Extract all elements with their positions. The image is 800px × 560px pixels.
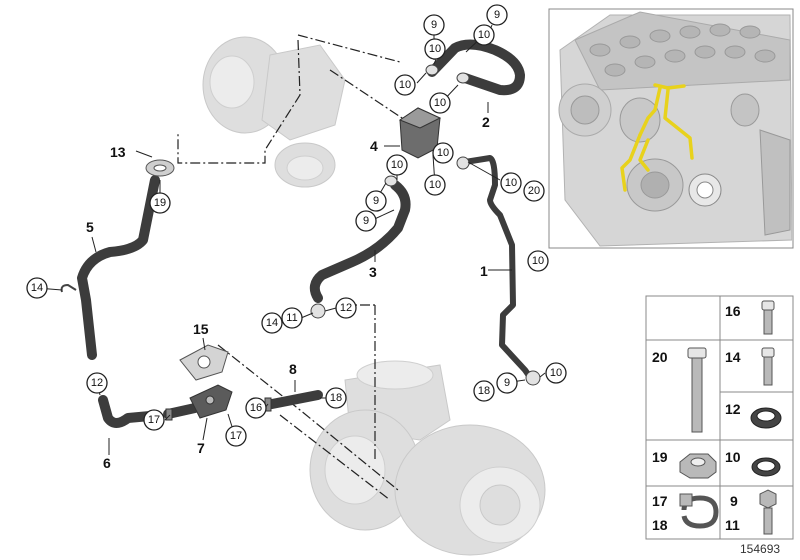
- diagram-number: 154693: [740, 542, 780, 556]
- svg-text:10: 10: [550, 367, 562, 379]
- circled-callout: 19: [149, 192, 171, 214]
- components: [60, 64, 541, 421]
- svg-text:10: 10: [437, 147, 449, 159]
- svg-text:10: 10: [429, 43, 441, 55]
- svg-text:11: 11: [286, 312, 297, 324]
- circled-callout: 10: [424, 38, 446, 60]
- circled-callout: 17: [225, 425, 247, 447]
- circled-callout: 10: [432, 142, 454, 164]
- svg-text:9: 9: [504, 377, 510, 389]
- callout-13: 13: [110, 144, 126, 160]
- hardware-label-18: 18: [652, 517, 668, 533]
- svg-text:14: 14: [266, 317, 278, 329]
- svg-text:12: 12: [340, 302, 352, 314]
- svg-text:10: 10: [429, 179, 441, 191]
- svg-text:18: 18: [478, 385, 490, 397]
- svg-text:10: 10: [434, 97, 446, 109]
- callout-2: 2: [482, 114, 490, 130]
- hardware-label-17: 17: [652, 493, 668, 509]
- hardware-label-9: 9: [730, 493, 738, 509]
- svg-text:16: 16: [250, 402, 262, 414]
- bolt-9-11-icon: [759, 489, 777, 535]
- svg-text:17: 17: [148, 414, 160, 426]
- hardware-label-14: 14: [725, 349, 741, 365]
- circled-callout: 20: [523, 180, 545, 202]
- bolt-20-icon: [687, 347, 707, 433]
- hoses: [77, 39, 535, 428]
- svg-text:19: 19: [154, 197, 166, 209]
- circled-callout: 10: [394, 74, 416, 96]
- hardware-label-10: 10: [725, 449, 741, 465]
- hardware-table: 16 20 14 12 19 10 17 18 9 11: [645, 295, 794, 540]
- svg-text:9: 9: [363, 215, 369, 227]
- bolt-14-icon: [761, 347, 775, 386]
- circled-callout: 17: [143, 409, 165, 431]
- callout-3: 3: [369, 264, 377, 280]
- seal-ring-10-icon: [751, 457, 781, 477]
- reference-lines: [177, 34, 409, 501]
- callout-6: 6: [103, 455, 111, 471]
- circled-callout: 10: [473, 24, 495, 46]
- turbocharger-top-ghost: [202, 36, 346, 188]
- bolt-16-icon: [761, 300, 775, 335]
- callout-5: 5: [86, 219, 94, 235]
- svg-text:10: 10: [391, 159, 403, 171]
- svg-text:9: 9: [373, 195, 379, 207]
- svg-text:20: 20: [528, 185, 540, 197]
- callout-4: 4: [370, 138, 378, 154]
- circled-callout: 12: [86, 372, 108, 394]
- svg-text:10: 10: [399, 79, 411, 91]
- circled-callout: 9: [496, 372, 518, 394]
- seal-ring-12-icon: [750, 407, 782, 429]
- svg-text:12: 12: [91, 377, 103, 389]
- svg-text:10: 10: [478, 29, 490, 41]
- hardware-label-11: 11: [725, 517, 740, 533]
- circled-callout: 11: [281, 307, 303, 329]
- circled-callout: 18: [473, 380, 495, 402]
- svg-text:18: 18: [330, 392, 342, 404]
- svg-text:9: 9: [494, 9, 500, 21]
- hose-clamp-icon: [679, 493, 719, 529]
- svg-text:10: 10: [532, 255, 544, 267]
- callout-8: 8: [289, 361, 297, 377]
- hardware-label-12: 12: [725, 401, 741, 417]
- circled-callout: 9: [365, 190, 387, 212]
- circled-callouts: 9 9 10 10 10 10 10 10 20 10 9 10 9 10 19…: [26, 4, 567, 447]
- circled-callout: 14: [26, 277, 48, 299]
- nut-19-icon: [679, 453, 717, 479]
- svg-text:9: 9: [431, 19, 437, 31]
- engine-location-inset: [548, 8, 794, 249]
- callout-1: 1: [480, 263, 488, 279]
- circled-callout: 10: [500, 172, 522, 194]
- circled-callout: 14: [261, 312, 283, 334]
- circled-callout: 10: [545, 362, 567, 384]
- svg-text:10: 10: [505, 177, 517, 189]
- hardware-label-20: 20: [652, 349, 668, 365]
- callout-15: 15: [193, 321, 209, 337]
- circled-callout: 9: [355, 210, 377, 232]
- circled-callout: 9: [423, 14, 445, 36]
- circled-callout: 12: [335, 297, 357, 319]
- hardware-label-19: 19: [652, 449, 668, 465]
- circled-callout: 10: [386, 154, 408, 176]
- turbocharger-bottom-ghost: [309, 360, 546, 556]
- hardware-label-16: 16: [725, 303, 741, 319]
- svg-text:17: 17: [230, 430, 242, 442]
- callout-7: 7: [197, 440, 205, 456]
- circled-callout: 10: [424, 174, 446, 196]
- plain-callouts: 2 1 3 4 5 6 7 8 13 15: [86, 114, 490, 471]
- circled-callout: 10: [527, 250, 549, 272]
- circled-callout: 10: [429, 92, 451, 114]
- circled-callout: 18: [325, 387, 347, 409]
- svg-text:14: 14: [31, 282, 43, 294]
- circled-callout: 9: [486, 4, 508, 26]
- circled-callout: 16: [245, 397, 267, 419]
